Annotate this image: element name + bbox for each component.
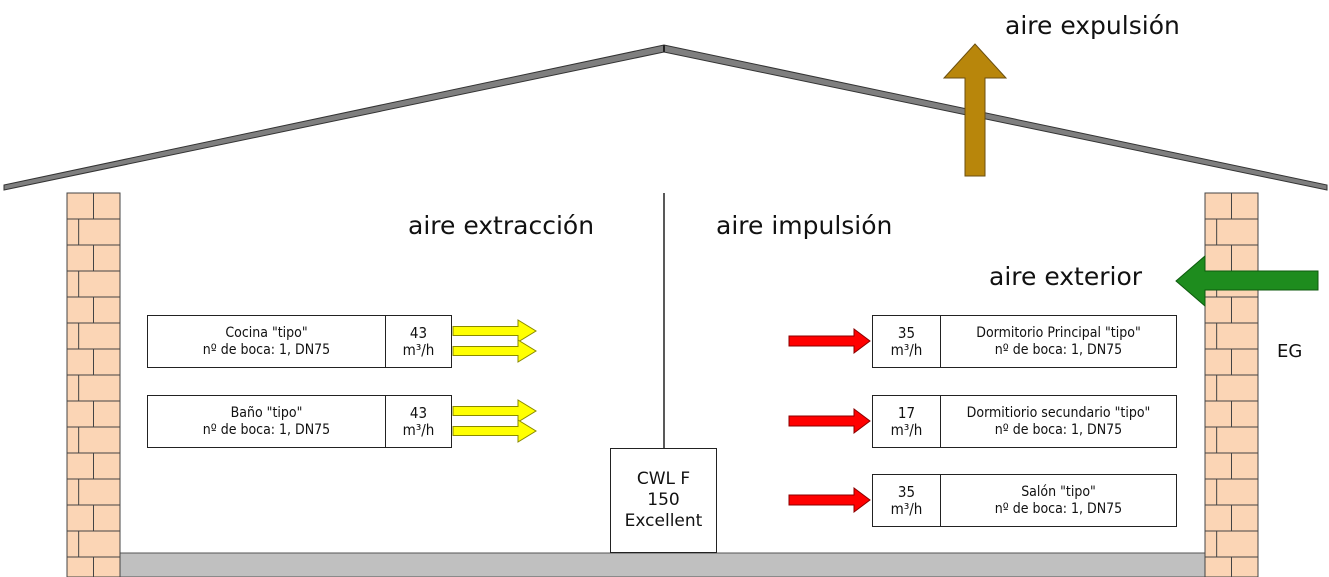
supply-room-box: 17 m³/h Dormitiorio secundario "tipo" nº… xyxy=(872,395,1177,448)
exhaust-air-label: aire expulsión xyxy=(1005,11,1180,40)
room-description: Cocina "tipo" nº de boca: 1, DN75 xyxy=(148,316,385,367)
room-outlets: nº de boca: 1, DN75 xyxy=(202,421,331,438)
extraction-room-box: Baño "tipo" nº de boca: 1, DN75 43 m³/h xyxy=(147,395,452,448)
roof xyxy=(3,44,1328,191)
ventilation-unit: CWL F 150 Excellent xyxy=(610,448,717,553)
room-flow: 43 m³/h xyxy=(385,316,451,367)
room-flow: 35 m³/h xyxy=(873,475,940,526)
left-brick-wall xyxy=(66,192,121,577)
outdoor-air-arrow xyxy=(1175,254,1319,308)
room-outlets: nº de boca: 1, DN75 xyxy=(994,341,1123,358)
flow-unit: m³/h xyxy=(890,499,923,518)
flow-unit: m³/h xyxy=(402,420,435,439)
flow-value: 35 xyxy=(897,323,916,342)
supply-air-label: aire impulsión xyxy=(716,211,893,240)
unit-size: 150 xyxy=(647,490,680,510)
room-name: Baño "tipo" xyxy=(230,404,303,421)
room-name: Dormitiorio secundario "tipo" xyxy=(966,404,1151,421)
supply-room-box: 35 m³/h Dormitorio Principal "tipo" nº d… xyxy=(872,315,1177,368)
flow-unit: m³/h xyxy=(402,340,435,359)
extract-air-arrow xyxy=(452,399,537,423)
flow-value: 17 xyxy=(897,403,916,422)
extract-air-arrow xyxy=(452,339,537,363)
room-description: Dormitiorio secundario "tipo" nº de boca… xyxy=(940,396,1176,447)
flow-unit: m³/h xyxy=(890,420,923,439)
extract-air-arrow xyxy=(452,319,537,343)
outdoor-air-label: aire exterior xyxy=(989,262,1143,291)
room-outlets: nº de boca: 1, DN75 xyxy=(994,421,1123,438)
room-flow: 43 m³/h xyxy=(385,396,451,447)
extract-air-arrow xyxy=(452,419,537,443)
room-name: Dormitorio Principal "tipo" xyxy=(976,324,1141,341)
extract-air-label: aire extracción xyxy=(408,211,595,240)
supply-air-arrow xyxy=(788,487,871,513)
supply-air-arrow xyxy=(788,328,871,354)
supply-air-arrow xyxy=(788,408,871,434)
unit-variant: Excellent xyxy=(624,511,703,531)
eg-label: EG xyxy=(1277,341,1303,362)
flow-value: 35 xyxy=(897,482,916,501)
room-name: Salón "tipo" xyxy=(1021,483,1096,500)
room-outlets: nº de boca: 1, DN75 xyxy=(994,500,1123,517)
room-description: Dormitorio Principal "tipo" nº de boca: … xyxy=(940,316,1176,367)
room-outlets: nº de boca: 1, DN75 xyxy=(202,341,331,358)
room-flow: 35 m³/h xyxy=(873,316,940,367)
exhaust-air-arrow xyxy=(942,43,1008,177)
unit-model: CWL F xyxy=(636,469,691,489)
flow-value: 43 xyxy=(409,323,428,342)
room-flow: 17 m³/h xyxy=(873,396,940,447)
floor-slab xyxy=(119,552,1206,577)
room-description: Baño "tipo" nº de boca: 1, DN75 xyxy=(148,396,385,447)
extraction-room-box: Cocina "tipo" nº de boca: 1, DN75 43 m³/… xyxy=(147,315,452,368)
right-brick-wall xyxy=(1204,192,1259,577)
supply-room-box: 35 m³/h Salón "tipo" nº de boca: 1, DN75 xyxy=(872,474,1177,527)
room-description: Salón "tipo" nº de boca: 1, DN75 xyxy=(940,475,1176,526)
flow-value: 43 xyxy=(409,403,428,422)
room-name: Cocina "tipo" xyxy=(225,324,308,341)
flow-unit: m³/h xyxy=(890,340,923,359)
